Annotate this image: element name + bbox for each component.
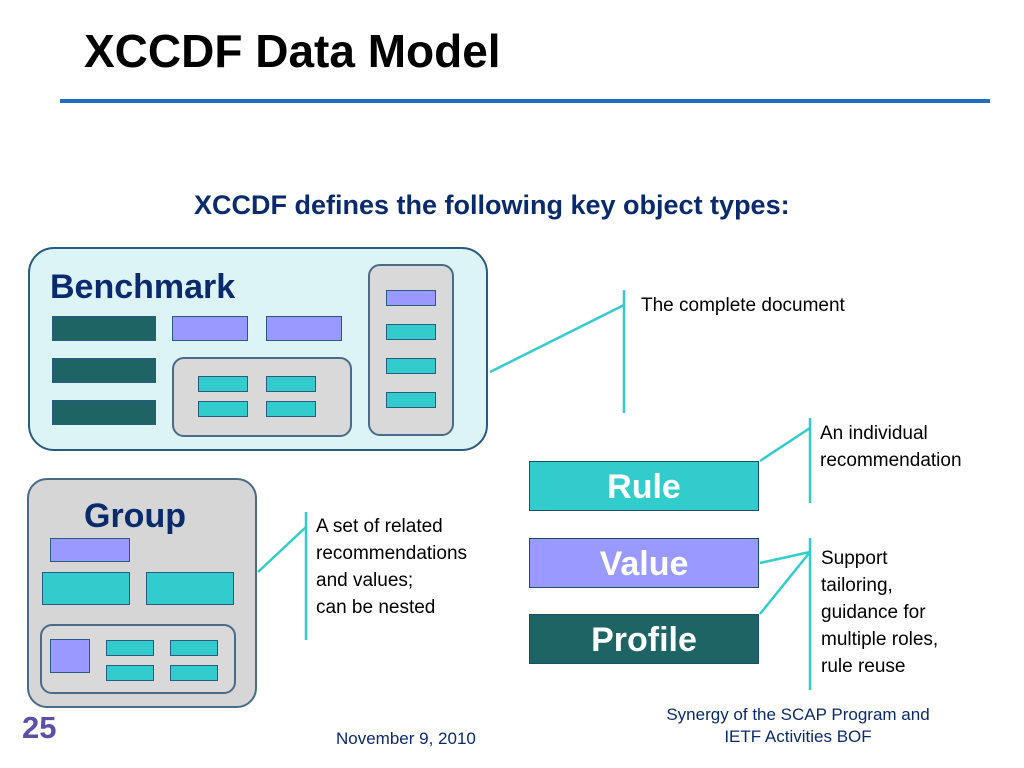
group-label: Group <box>84 497 186 535</box>
profile-connector <box>759 551 811 615</box>
benchmark-value-block <box>172 316 248 341</box>
nested-item-block <box>170 665 218 681</box>
nested-item-block <box>198 376 248 392</box>
footer-date: November 9, 2010 <box>336 729 476 748</box>
group-callout-line: recommendations <box>316 543 468 564</box>
column-value-block <box>386 290 436 306</box>
benchmark-label: Benchmark <box>50 268 236 306</box>
rule-callout-line: An individual <box>820 423 928 444</box>
benchmark-rule-block <box>52 358 156 383</box>
rule-box: Rule <box>529 461 759 511</box>
benchmark-rule-block <box>52 316 156 341</box>
group-callout: A set of related recommendations and val… <box>316 513 467 621</box>
benchmark-connector <box>489 303 625 374</box>
nested-value-block <box>50 639 90 673</box>
nested-item-block <box>106 640 154 656</box>
group-callout-line: can be nested <box>316 597 436 618</box>
profile-callout: Support tailoring, guidance for multiple… <box>821 545 938 680</box>
nested-item-block <box>170 640 218 656</box>
benchmark-callout: The complete document <box>641 295 845 316</box>
nested-item-block <box>266 376 316 392</box>
footer-event: Synergy of the SCAP Program and IETF Act… <box>640 704 956 748</box>
slide-number: 25 <box>22 710 57 745</box>
group-callout-line: and values; <box>316 570 414 591</box>
profile-callout-line: multiple roles, <box>821 629 939 650</box>
rule-callout: An individual recommendation <box>820 420 962 474</box>
footer-event-line: IETF Activities BOF <box>724 727 872 746</box>
benchmark-value-block <box>266 316 342 341</box>
group-rule-block <box>42 572 130 605</box>
value-box: Value <box>529 538 759 588</box>
rule-callout-line: recommendation <box>820 450 962 471</box>
column-item-block <box>386 324 436 340</box>
group-callout-line: A set of related <box>316 516 443 537</box>
column-item-block <box>386 392 436 408</box>
profile-callout-line: Support <box>821 548 888 569</box>
value-connector <box>759 550 811 565</box>
profile-callout-line: guidance for <box>821 602 926 623</box>
profile-box: Profile <box>529 614 759 664</box>
column-item-block <box>386 358 436 374</box>
group-rule-block <box>146 572 234 605</box>
group-connector <box>257 526 307 573</box>
nested-item-block <box>106 665 154 681</box>
nested-item-block <box>198 401 248 417</box>
footer-event-line: Synergy of the SCAP Program and <box>666 705 930 724</box>
slide-subtitle: XCCDF defines the following key object t… <box>194 190 790 220</box>
slide-title: XCCDF Data Model <box>84 25 501 77</box>
benchmark-rule-block <box>52 400 156 425</box>
profile-callout-line: tailoring, <box>821 575 893 596</box>
title-divider <box>60 99 990 103</box>
group-value-block <box>50 538 130 562</box>
profile-callout-line: rule reuse <box>821 656 906 677</box>
rule-connector <box>759 426 811 463</box>
benchmark-nested-group <box>172 357 352 437</box>
nested-item-block <box>266 401 316 417</box>
